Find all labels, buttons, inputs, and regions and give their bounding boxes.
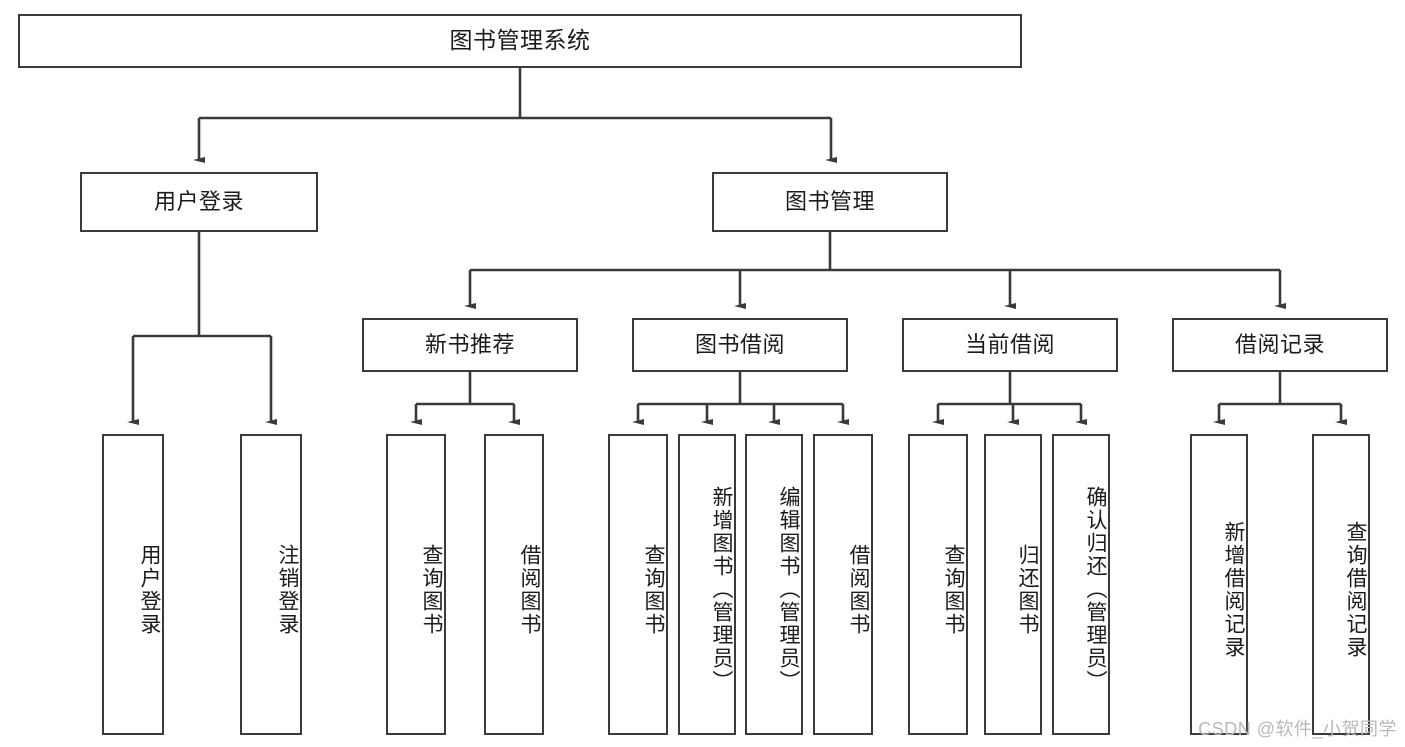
leaf-query-book-borrow[interactable]: 查询图书: [608, 434, 668, 735]
node-label: 用户登录: [138, 543, 161, 636]
leaf-borrow-book[interactable]: 借阅图书: [813, 434, 873, 735]
node-label: 图书管理系统: [449, 27, 591, 54]
node-book-management[interactable]: 图书管理: [712, 172, 948, 232]
leaf-borrow-book-rec[interactable]: 借阅图书: [484, 434, 544, 735]
node-label: 编辑图书（管理员）: [777, 486, 800, 693]
node-label: 查询图书: [642, 543, 665, 636]
node-label: 借阅图书: [847, 543, 870, 636]
edge-user-login-to-leaves: [127, 232, 277, 425]
leaf-edit-book-admin[interactable]: 编辑图书（管理员）: [745, 434, 803, 735]
edge-book-mgmt-to-level3: [464, 232, 1286, 309]
leaf-user-login[interactable]: 用户登录: [102, 434, 164, 735]
node-label: 新书推荐: [424, 331, 515, 357]
leaf-logout-login[interactable]: 注销登录: [240, 434, 302, 735]
leaf-query-book-current[interactable]: 查询图书: [908, 434, 968, 735]
leaf-add-borrow-record[interactable]: 新增借阅记录: [1190, 434, 1248, 735]
node-label: 当前借阅: [964, 331, 1055, 357]
node-label: 新增图书（管理员）: [710, 486, 733, 693]
leaf-add-book-admin[interactable]: 新增图书（管理员）: [678, 434, 736, 735]
node-label: 用户登录: [153, 188, 244, 214]
node-label: 新增借阅记录: [1222, 520, 1245, 659]
node-borrow-record[interactable]: 借阅记录: [1172, 318, 1388, 372]
node-label: 借阅图书: [518, 543, 541, 636]
node-label: 查询图书: [942, 543, 965, 636]
leaf-return-book[interactable]: 归还图书: [984, 434, 1042, 735]
node-label: 查询图书: [420, 543, 443, 636]
node-book-borrow[interactable]: 图书借阅: [632, 318, 848, 372]
leaf-query-borrow-record[interactable]: 查询借阅记录: [1312, 434, 1370, 735]
node-current-borrow[interactable]: 当前借阅: [902, 318, 1118, 372]
edge-book-borrow-to-leaves: [632, 372, 849, 425]
leaf-confirm-return-admin[interactable]: 确认归还（管理员）: [1052, 434, 1110, 735]
edge-new-book-rec-to-leaves: [410, 372, 520, 425]
leaf-query-book-rec[interactable]: 查询图书: [386, 434, 446, 735]
edge-current-borrow-to-leaves: [932, 372, 1087, 425]
edge-borrow-record-to-leaves: [1213, 372, 1347, 425]
node-label: 查询借阅记录: [1344, 520, 1367, 659]
node-label: 归还图书: [1016, 543, 1039, 636]
node-user-login[interactable]: 用户登录: [80, 172, 318, 232]
node-label: 确认归还（管理员）: [1084, 486, 1107, 693]
node-label: 注销登录: [276, 543, 299, 636]
node-label: 图书管理: [784, 188, 875, 214]
node-new-book-recommend[interactable]: 新书推荐: [362, 318, 578, 372]
node-label: 借阅记录: [1234, 331, 1325, 357]
node-root-system[interactable]: 图书管理系统: [18, 14, 1022, 68]
node-label: 图书借阅: [694, 331, 785, 357]
edge-root-to-level2: [193, 68, 837, 163]
